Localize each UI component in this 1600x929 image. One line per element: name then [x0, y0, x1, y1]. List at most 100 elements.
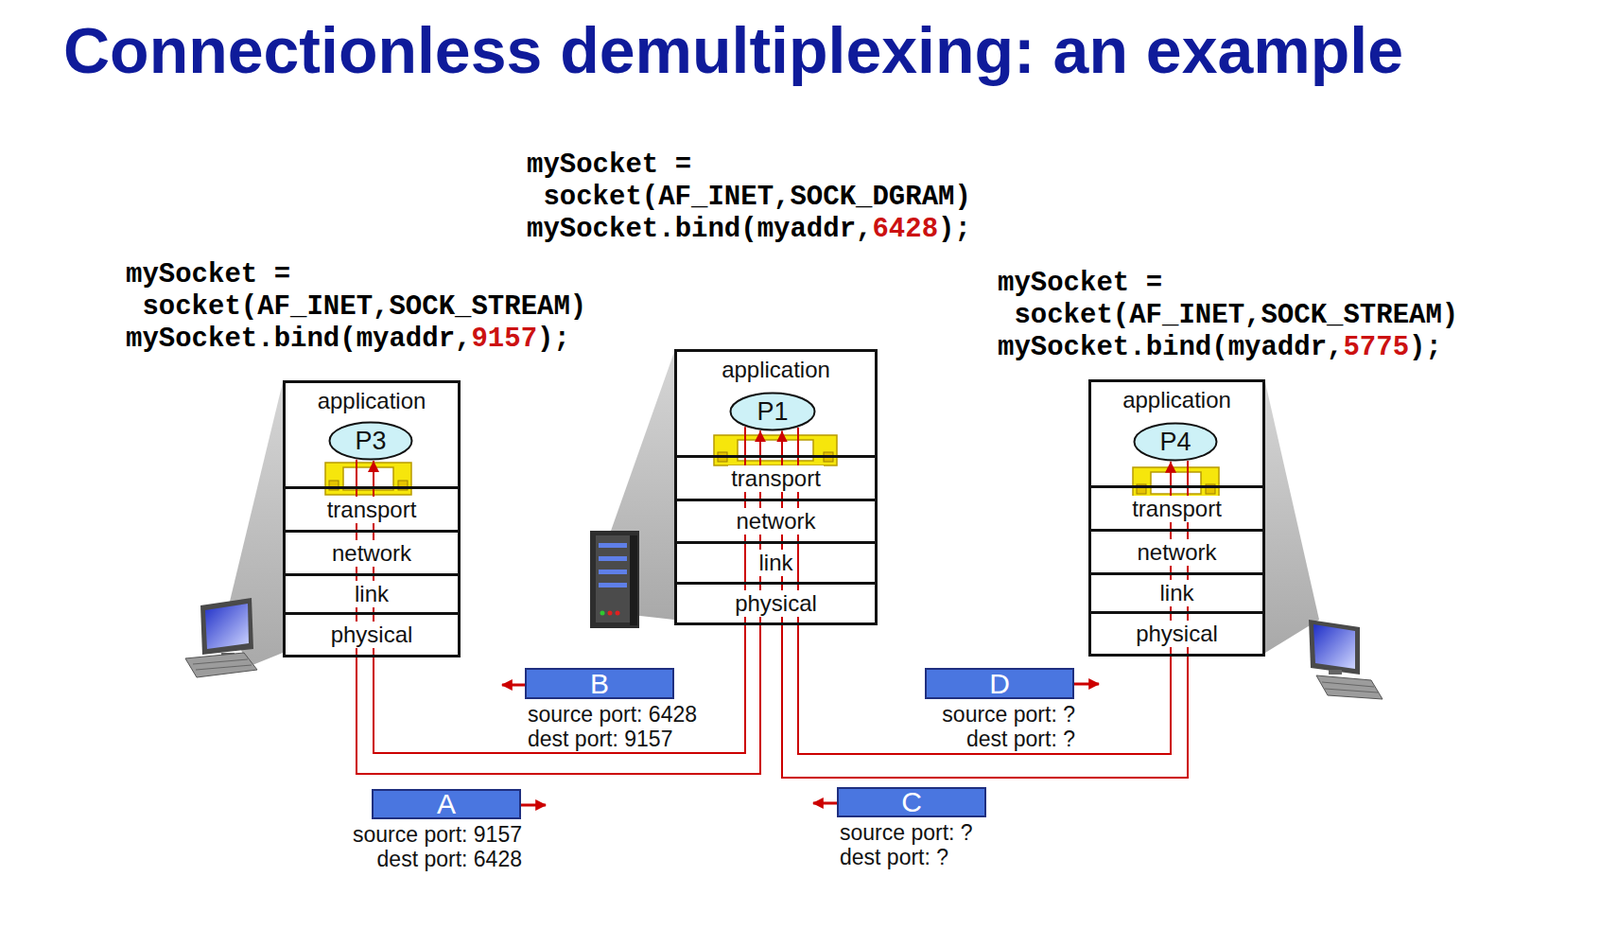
- code-line: mySocket =: [526, 149, 972, 182]
- layer-box: network: [1088, 528, 1266, 575]
- port-field: dest port: 6428: [376, 846, 523, 871]
- layer-label: transport: [728, 465, 824, 492]
- process-label: P1: [756, 397, 788, 426]
- view-wedge: [1265, 382, 1320, 653]
- layer-box: applicationP3: [282, 380, 461, 489]
- code-text: mySocket.bind(myaddr,: [125, 323, 471, 355]
- layer-box: transport: [282, 486, 461, 533]
- layer-label: link: [1156, 579, 1197, 607]
- code-text: mySocket =: [125, 259, 291, 291]
- segment-box: Csource port: ?dest port: ?: [836, 786, 987, 818]
- layer-box: link: [674, 540, 878, 585]
- layer-label: physical: [328, 621, 417, 648]
- code-snippet: mySocket =socket(AF_INET,SOCK_STREAM)myS…: [125, 259, 587, 356]
- segment-box: Asource port: 9157dest port: 6428: [371, 788, 522, 819]
- port-field: dest port: ?: [838, 844, 950, 870]
- code-text: mySocket.bind(myaddr,: [997, 331, 1343, 364]
- layer-box: physical: [282, 611, 461, 658]
- code-line: mySocket.bind(myaddr,6428);: [526, 213, 972, 246]
- computer-icon: [1308, 619, 1383, 699]
- code-text: mySocket =: [526, 149, 692, 181]
- layer-label: application: [1119, 386, 1235, 414]
- process-ellipse: P1: [729, 391, 817, 432]
- port-field: dest port: 9157: [526, 726, 674, 751]
- segment-path: [798, 427, 1171, 754]
- ellipse-shape: [730, 393, 816, 431]
- code-line: mySocket.bind(myaddr,9157);: [125, 323, 587, 356]
- port-number: 6428: [871, 213, 939, 245]
- port-field: source port: 9157: [351, 821, 523, 847]
- server-icon: [590, 530, 640, 628]
- process-ellipse: P3: [328, 420, 414, 461]
- layer-box: applicationP4: [1088, 379, 1266, 488]
- socket-symbol: [713, 434, 837, 466]
- segment-letter: D: [989, 669, 1010, 698]
- stack-fill: [282, 380, 461, 658]
- code-text: );: [537, 323, 571, 355]
- segment-box: Dsource port: ?dest port: ?: [924, 667, 1075, 699]
- port-number: 5775: [1342, 331, 1409, 364]
- socket-symbol: [1132, 467, 1219, 499]
- ellipse-shape: [1134, 423, 1218, 461]
- code-text: socket(AF_INET,SOCK_DGRAM): [542, 181, 971, 213]
- code-line: mySocket =: [997, 267, 1459, 300]
- layer-label: link: [351, 580, 392, 608]
- layer-label: transport: [324, 496, 420, 523]
- code-text: );: [938, 213, 972, 245]
- process-ellipse: P4: [1132, 421, 1218, 462]
- code-text: mySocket.bind(myaddr,: [526, 213, 872, 245]
- process-label: P3: [354, 426, 386, 455]
- segment-letter: B: [590, 669, 609, 698]
- port-number: 9157: [470, 323, 538, 355]
- code-text: mySocket =: [997, 267, 1163, 299]
- code-text: socket(AF_INET,SOCK_STREAM): [141, 291, 587, 323]
- layer-label: link: [755, 549, 796, 576]
- layer-box: transport: [1088, 485, 1266, 532]
- port-field: source port: 6428: [526, 701, 698, 727]
- layer-label: transport: [1129, 495, 1225, 522]
- code-line: socket(AF_INET,SOCK_STREAM): [997, 299, 1459, 332]
- code-text: );: [1408, 331, 1443, 364]
- code-snippet: mySocket =socket(AF_INET,SOCK_STREAM)myS…: [997, 267, 1459, 365]
- layer-label: network: [1133, 539, 1219, 566]
- segment-path: [373, 426, 746, 753]
- layer-label: network: [329, 539, 415, 567]
- code-text: socket(AF_INET,SOCK_STREAM): [1013, 299, 1459, 331]
- socket-symbol: [325, 462, 412, 495]
- segment-path: [782, 430, 1188, 778]
- view-wedge: [605, 351, 675, 620]
- port-field: source port: ?: [838, 819, 974, 845]
- layer-box: link: [1088, 572, 1266, 614]
- layer-box: physical: [674, 581, 878, 626]
- layer-box: applicationP1: [674, 348, 878, 458]
- port-field: dest port: ?: [965, 726, 1077, 751]
- stack-fill: [1088, 379, 1266, 657]
- computer-icon: [185, 597, 258, 678]
- view-wedge: [226, 382, 283, 667]
- layer-box: physical: [1088, 610, 1266, 657]
- code-line: mySocket.bind(myaddr,5775);: [997, 331, 1459, 365]
- code-line: mySocket =: [125, 259, 587, 292]
- direction-arrow: [502, 683, 1099, 805]
- layer-label: physical: [1132, 620, 1221, 647]
- layer-box: network: [282, 529, 461, 576]
- code-snippet: mySocket =socket(AF_INET,SOCK_DGRAM)mySo…: [526, 149, 972, 246]
- layer-box: transport: [674, 454, 878, 502]
- stack-fill: [674, 348, 878, 626]
- layer-label: network: [732, 507, 818, 535]
- layer-box: network: [674, 498, 878, 544]
- segment-letter: A: [436, 789, 456, 818]
- segment-path: [356, 430, 761, 774]
- slide-title: Connectionless demultiplexing: an exampl…: [63, 12, 1482, 88]
- process-label: P4: [1159, 427, 1191, 456]
- segment-letter: C: [901, 787, 922, 817]
- ellipse-shape: [330, 422, 413, 460]
- layer-label: application: [718, 356, 834, 383]
- layer-label: physical: [731, 590, 820, 617]
- port-field: source port: ?: [940, 701, 1077, 727]
- segment-box: Bsource port: 6428dest port: 9157: [524, 667, 675, 699]
- code-line: socket(AF_INET,SOCK_DGRAM): [526, 181, 972, 214]
- layer-box: link: [282, 573, 461, 615]
- layer-label: application: [314, 387, 430, 415]
